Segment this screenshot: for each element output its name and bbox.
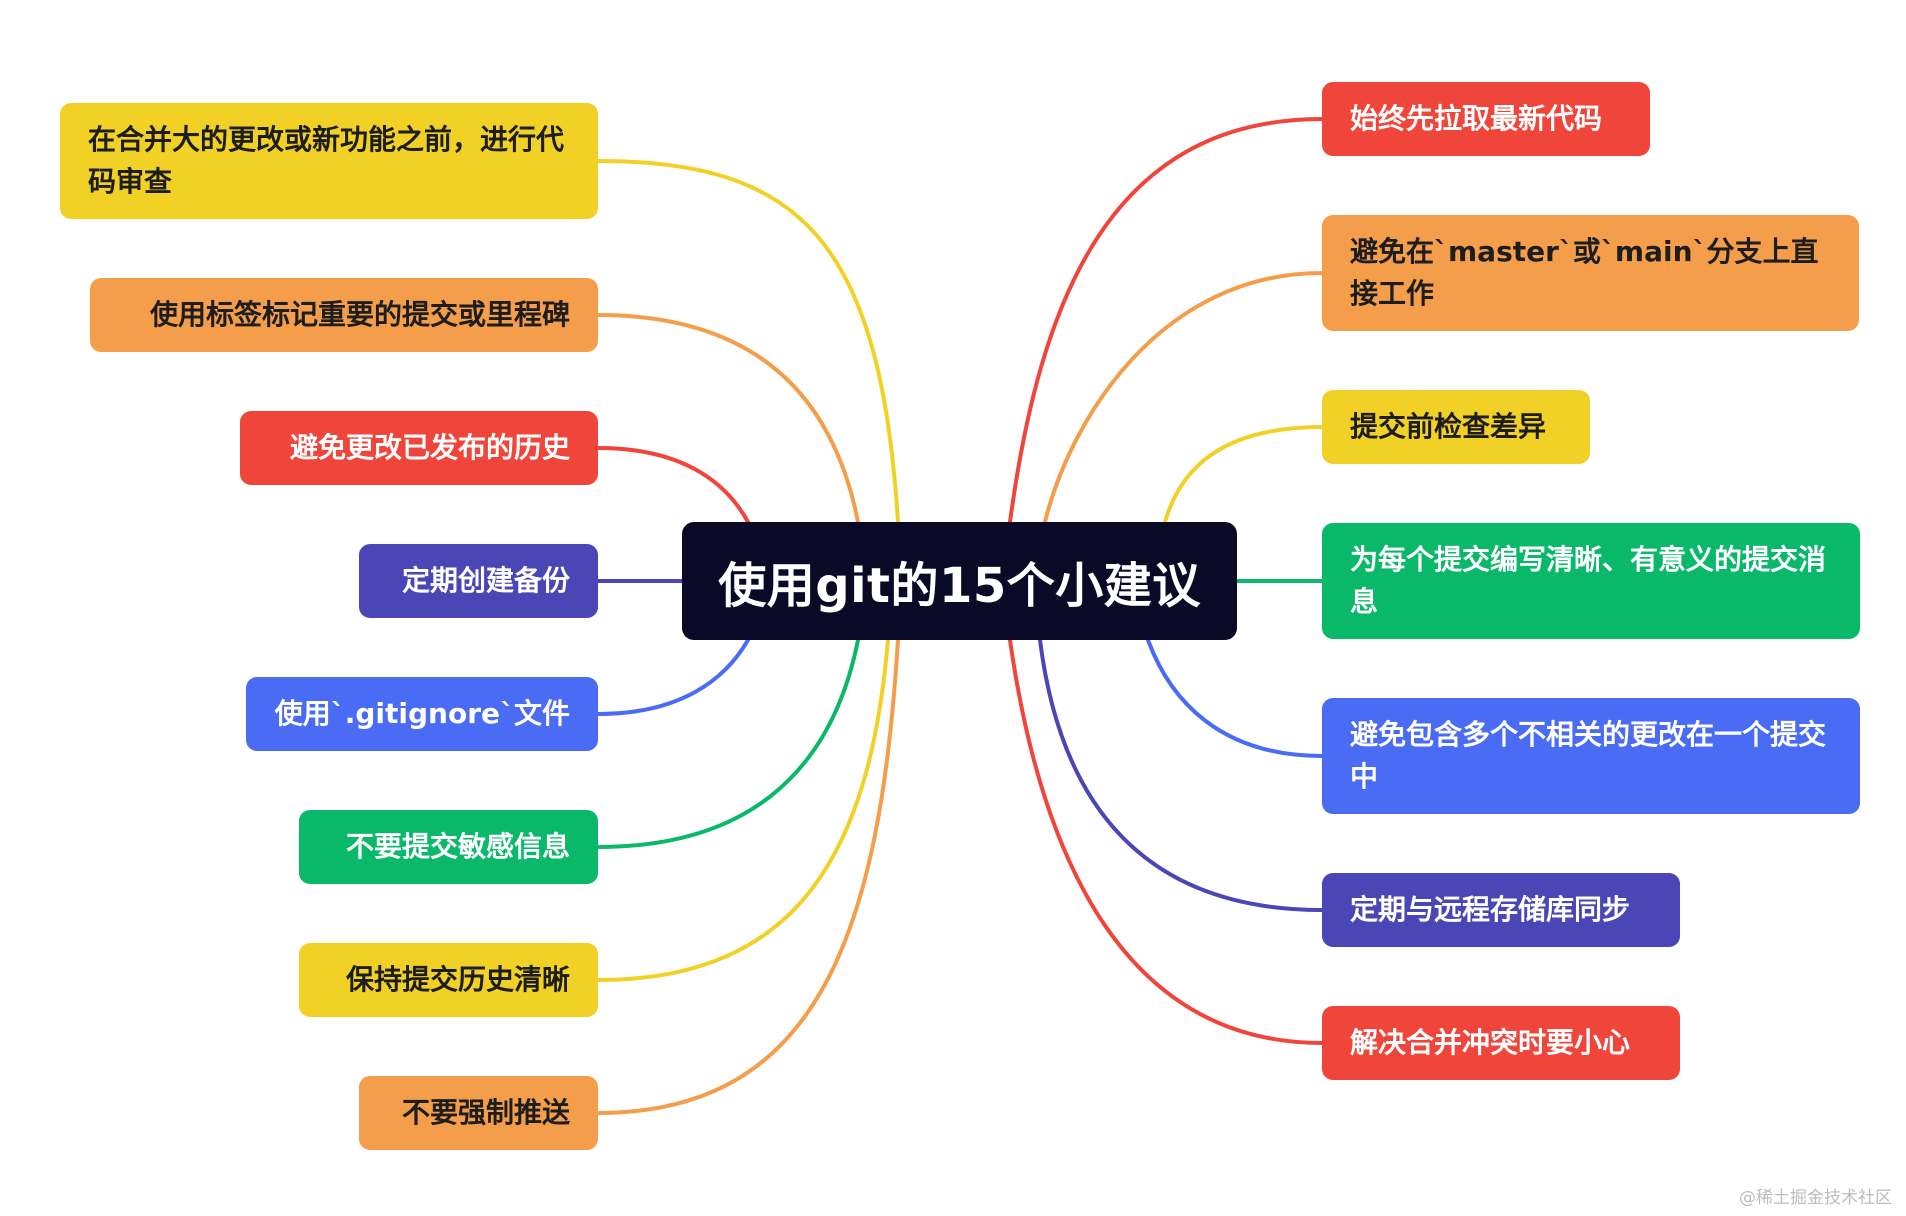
left-node-label: 使用`.gitignore`文件 [274, 697, 570, 730]
right-node-label: 提交前检查差异 [1350, 410, 1547, 443]
right-node-pull-latest[interactable]: 始终先拉取最新代码 [1322, 82, 1650, 156]
left-connector-4 [596, 638, 750, 716]
watermark: @稀土掘金技术社区 [1739, 1188, 1892, 1208]
central-topic[interactable]: 使用git的15个小建议 [682, 522, 1237, 640]
left-node-backup[interactable]: 定期创建备份 [359, 544, 598, 618]
right-connector-4 [1146, 638, 1324, 758]
left-node-gitignore[interactable]: 使用`.gitignore`文件 [246, 677, 598, 751]
right-node-check-diff[interactable]: 提交前检查差异 [1322, 390, 1590, 464]
right-node-sync-remote[interactable]: 定期与远程存储库同步 [1322, 873, 1680, 947]
left-node-label: 不要提交敏感信息 [345, 830, 570, 863]
left-node-sensitive-info[interactable]: 不要提交敏感信息 [299, 810, 598, 884]
right-node-label: 始终先拉取最新代码 [1350, 102, 1603, 135]
right-node-label: 为每个提交编写清晰、有意义的提交消息 [1350, 543, 1827, 618]
left-connector-6 [596, 638, 890, 982]
left-node-label: 避免更改已发布的历史 [289, 431, 570, 464]
left-node-label: 保持提交历史清晰 [345, 963, 570, 996]
left-node-label: 在合并大的更改或新功能之前，进行代码审查 [88, 123, 565, 198]
left-node-label: 使用标签标记重要的提交或里程碑 [149, 298, 570, 331]
right-node-avoid-master[interactable]: 避免在`master`或`main`分支上直接工作 [1322, 215, 1859, 331]
left-connector-5 [596, 638, 860, 849]
right-connector-0 [1008, 117, 1324, 524]
left-node-tags[interactable]: 使用标签标记重要的提交或里程碑 [90, 278, 598, 352]
right-node-commit-message[interactable]: 为每个提交编写清晰、有意义的提交消息 [1322, 523, 1860, 639]
left-connector-7 [596, 638, 900, 1115]
left-node-label: 不要强制推送 [401, 1096, 570, 1129]
right-node-label: 避免包含多个不相关的更改在一个提交中 [1350, 718, 1827, 793]
right-node-merge-conflicts[interactable]: 解决合并冲突时要小心 [1322, 1006, 1680, 1080]
right-connector-5 [1038, 638, 1324, 912]
left-node-label: 定期创建备份 [401, 564, 570, 597]
right-node-label: 定期与远程存储库同步 [1350, 893, 1631, 926]
left-connector-0 [596, 159, 900, 524]
right-node-label: 解决合并冲突时要小心 [1350, 1026, 1631, 1059]
right-node-label: 避免在`master`或`main`分支上直接工作 [1350, 235, 1819, 310]
left-connector-1 [596, 313, 860, 524]
right-connector-1 [1043, 271, 1324, 524]
left-connector-2 [596, 446, 750, 524]
right-connector-2 [1163, 425, 1324, 524]
left-node-code-review[interactable]: 在合并大的更改或新功能之前，进行代码审查 [60, 103, 598, 219]
right-connector-6 [1008, 638, 1324, 1045]
left-node-clean-history[interactable]: 保持提交历史清晰 [299, 943, 598, 1017]
left-node-published-history[interactable]: 避免更改已发布的历史 [240, 411, 598, 485]
right-node-unrelated-changes[interactable]: 避免包含多个不相关的更改在一个提交中 [1322, 698, 1860, 814]
left-node-no-force-push[interactable]: 不要强制推送 [359, 1076, 598, 1150]
